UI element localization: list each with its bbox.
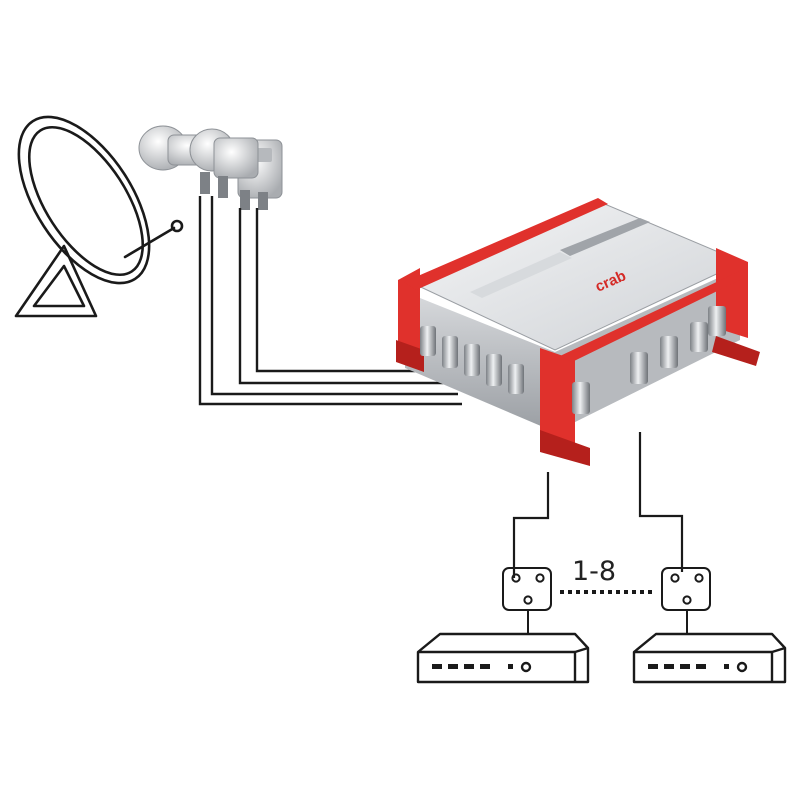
wall-outlet-right-icon bbox=[661, 567, 711, 611]
lnb-icon bbox=[138, 125, 283, 210]
dish-feed-horn bbox=[170, 219, 184, 233]
multiswitch-icon: crab bbox=[396, 198, 760, 466]
input-cable-1 bbox=[198, 196, 462, 406]
input-connectors bbox=[420, 326, 524, 394]
receiver-left-icon bbox=[416, 632, 590, 684]
dish-reflector-inner bbox=[27, 125, 145, 277]
output-connectors bbox=[572, 306, 726, 414]
outlet-range-label: 1-8 bbox=[572, 556, 616, 587]
input-cable-2 bbox=[210, 196, 458, 396]
dish-reflector bbox=[17, 115, 151, 285]
output-cable-right bbox=[638, 432, 684, 572]
dish-feed-arm bbox=[123, 226, 176, 259]
satellite-dish-icon bbox=[14, 115, 184, 318]
input-cable-3 bbox=[238, 208, 450, 385]
receiver-right-icon bbox=[632, 632, 787, 684]
input-cable-4 bbox=[255, 208, 420, 373]
lnb-input-cables bbox=[198, 196, 462, 406]
output-cable-left bbox=[512, 472, 550, 578]
wall-outlet-left-icon bbox=[502, 567, 552, 611]
dish-stand bbox=[14, 244, 98, 318]
output-cables bbox=[512, 432, 684, 578]
dish-stand-inner bbox=[32, 264, 86, 308]
